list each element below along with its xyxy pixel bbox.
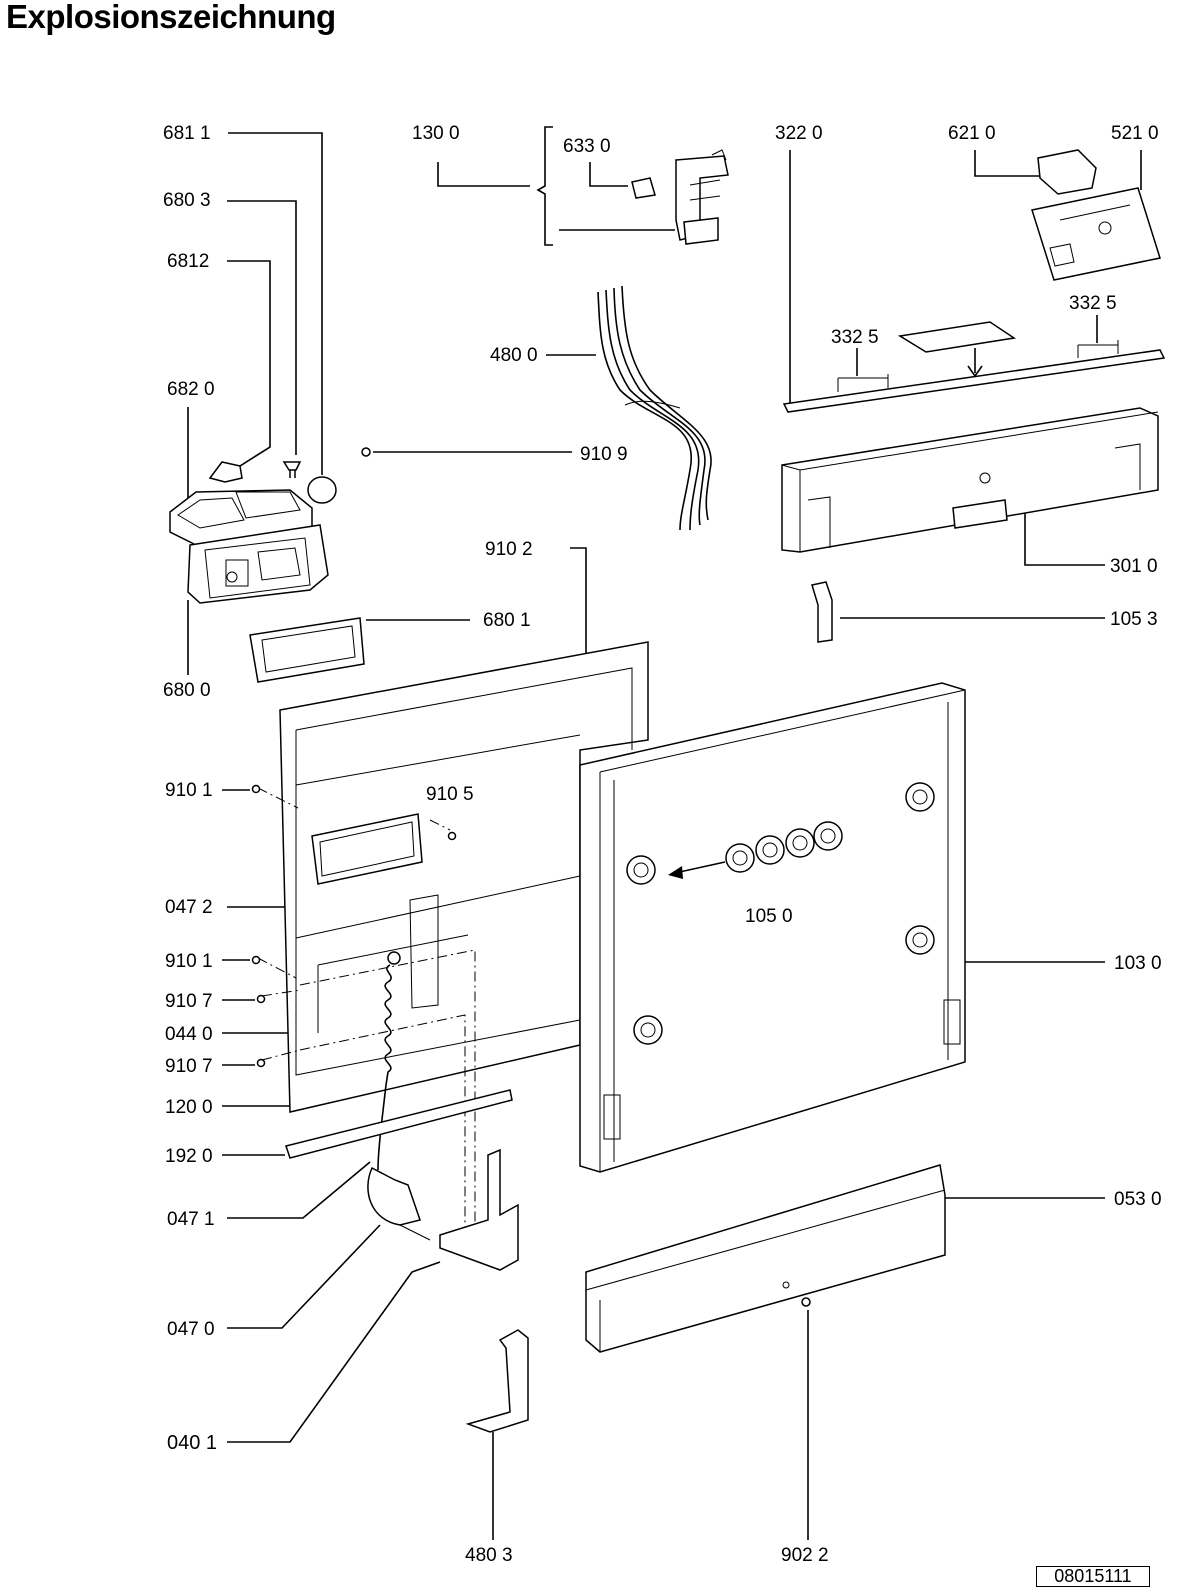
strip-part (285, 1089, 513, 1159)
screw-part (251, 955, 261, 965)
part-label: 902 2 (781, 1545, 829, 1566)
screw-part (256, 994, 266, 1004)
part-label: 910 1 (165, 951, 213, 972)
part-label: 332 5 (831, 327, 879, 348)
seal-frame (249, 617, 365, 683)
door-rollers (626, 782, 935, 1045)
inner-door-frame (279, 641, 649, 1113)
part-label: 047 2 (165, 897, 213, 918)
hinge-bracket (631, 149, 729, 245)
page-title: Explosionszeichnung (6, 0, 336, 35)
control-panel (781, 407, 1159, 553)
part-label: 103 0 (1114, 953, 1162, 974)
screw-part (361, 447, 371, 457)
part-label: 192 0 (165, 1146, 213, 1167)
construction-lines (257, 787, 476, 1250)
part-label: 621 0 (948, 123, 996, 144)
fascia-rail (782, 321, 1166, 413)
document-number-box: 08015111 (1036, 1566, 1150, 1587)
part-label: 480 0 (490, 345, 538, 366)
l-bracket (465, 1329, 529, 1433)
module-part (1037, 149, 1097, 195)
part-label: 332 5 (1069, 293, 1117, 314)
part-label: 130 0 (412, 123, 460, 144)
knob-part (208, 461, 243, 483)
part-labels: 681 1 680 3 6812 682 0 680 0 680 1 130 0… (163, 123, 1162, 1566)
part-label: 680 0 (163, 680, 211, 701)
part-label: 680 3 (163, 190, 211, 211)
part-label: 480 3 (465, 1545, 513, 1566)
part-label: 910 7 (165, 991, 213, 1012)
part-label: 682 0 (167, 379, 215, 400)
part-label: 105 3 (1110, 609, 1158, 630)
part-label: 910 5 (426, 784, 474, 805)
part-label: 910 1 (165, 780, 213, 801)
part-label: 6812 (167, 251, 209, 272)
part-label: 047 0 (167, 1319, 215, 1340)
wiring-harness (597, 285, 712, 531)
part-label: 053 0 (1114, 1189, 1162, 1210)
part-label: 681 1 (163, 123, 211, 144)
part-label: 044 0 (165, 1024, 213, 1045)
part-label: 680 1 (483, 610, 531, 631)
part-label: 047 1 (167, 1209, 215, 1230)
part-label: 322 0 (775, 123, 823, 144)
door-spring (367, 951, 431, 1241)
screw-part (251, 784, 261, 794)
part-label: 040 1 (167, 1432, 217, 1454)
part-label: 633 0 (563, 136, 611, 157)
screw-part (256, 1058, 266, 1068)
clip-part (282, 461, 302, 478)
part-label: 105 0 (745, 906, 793, 927)
part-label: 521 0 (1111, 123, 1159, 144)
bottom-rail (585, 1164, 946, 1353)
part-label: 120 0 (165, 1097, 213, 1118)
part-label: 910 2 (485, 539, 533, 560)
screw-part (447, 831, 457, 841)
part-label: 910 7 (165, 1056, 213, 1077)
part-label: 301 0 (1110, 556, 1158, 577)
control-board (1031, 187, 1161, 281)
round-button-part (307, 476, 337, 504)
hinge-plate (439, 1148, 519, 1271)
bracket-part (811, 581, 833, 643)
dispenser-assembly (169, 489, 329, 604)
outer-door (579, 682, 966, 1173)
part-label: 910 9 (580, 444, 628, 465)
